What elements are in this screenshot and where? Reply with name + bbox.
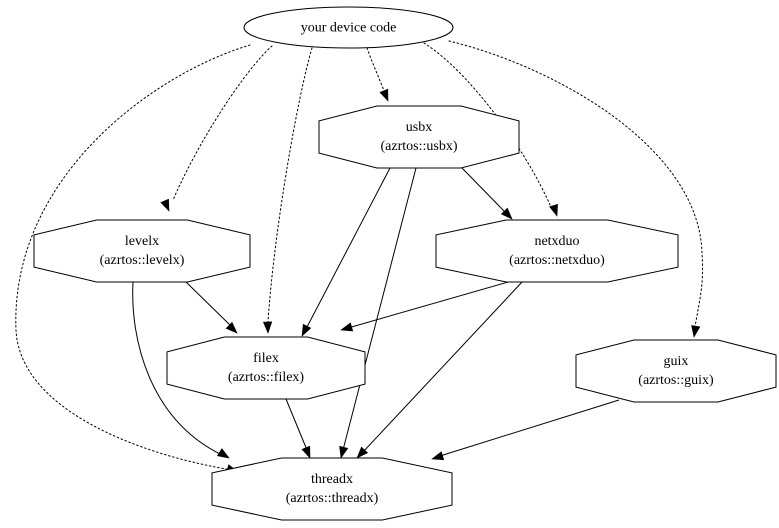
node-netxduo-label-line1: netxduo	[534, 234, 579, 249]
edge-levelx-to-filex	[184, 280, 231, 326]
node-guix-label-line1: guix	[664, 354, 689, 369]
node-device-ellipse[interactable]	[243, 6, 454, 49]
node-filex-label-line2: (azrtos::filex)	[228, 370, 305, 385]
node-guix-label-line2: (azrtos::guix)	[638, 373, 714, 388]
arrow-to-usbx	[379, 88, 389, 102]
arrow-filex-threadx	[301, 445, 311, 459]
edge-usbx-to-threadx	[342, 167, 417, 451]
edge-netxduo-to-filex	[347, 279, 516, 329]
arrow-levelx-filex	[225, 321, 238, 334]
node-usbx-label-line1: usbx	[406, 120, 432, 135]
edge-device-to-guix	[448, 40, 703, 328]
edge-guix-to-threadx	[439, 399, 620, 457]
arrow-netxduo-filex	[340, 322, 354, 332]
node-netxduo[interactable]: netxduo(azrtos::netxduo)	[435, 219, 679, 283]
arrow-to-levelx	[160, 198, 170, 212]
node-threadx-octagon[interactable]	[211, 457, 453, 521]
edges-layer	[15, 40, 703, 471]
node-device[interactable]: your device code	[243, 6, 454, 49]
arrow-usbx-netxduo	[500, 207, 513, 220]
arrow-usbx-threadx	[339, 445, 349, 459]
arrow-to-guix	[691, 325, 701, 338]
node-levelx-label-line2: (azrtos::levelx)	[100, 253, 185, 268]
node-threadx-label-line2: (azrtos::threadx)	[286, 491, 379, 506]
arrow-netxduo-threadx	[356, 446, 369, 459]
arrow-to-netxduo-dotted	[549, 203, 558, 217]
edge-filex-to-threadx	[285, 398, 308, 451]
node-usbx-label-line2: (azrtos::usbx)	[381, 139, 458, 154]
arrow-levelx-threadx	[216, 448, 230, 459]
edge-device-to-threadx	[15, 44, 251, 471]
edge-device-to-levelx	[172, 45, 273, 201]
node-levelx-octagon[interactable]	[33, 219, 251, 283]
node-filex-octagon[interactable]	[166, 336, 366, 400]
nodes-layer: your device codeusbx(azrtos::usbx)levelx…	[33, 6, 777, 521]
node-levelx[interactable]: levelx(azrtos::levelx)	[33, 219, 251, 283]
arrow-to-filex-dotted	[262, 321, 273, 334]
arrow-usbx-filex	[301, 323, 312, 337]
node-netxduo-octagon[interactable]	[435, 219, 679, 283]
node-guix[interactable]: guix(azrtos::guix)	[575, 339, 777, 403]
edge-levelx-to-threadx	[132, 281, 223, 456]
node-filex[interactable]: filex(azrtos::filex)	[166, 336, 366, 400]
node-threadx[interactable]: threadx(azrtos::threadx)	[211, 457, 453, 521]
node-usbx-octagon[interactable]	[318, 105, 520, 169]
edge-device-to-filex	[267, 47, 313, 323]
node-threadx-label-line1: threadx	[311, 472, 353, 487]
node-usbx[interactable]: usbx(azrtos::usbx)	[318, 105, 520, 169]
node-netxduo-label-line2: (azrtos::netxduo)	[509, 253, 605, 268]
edge-device-to-usbx	[366, 47, 386, 94]
node-guix-octagon[interactable]	[575, 339, 777, 403]
edge-netxduo-to-threadx	[362, 280, 524, 453]
node-levelx-label-line1: levelx	[125, 234, 159, 249]
node-filex-label-line1: filex	[253, 351, 279, 366]
edge-usbx-to-netxduo	[460, 166, 505, 212]
node-device-label-line1: your device code	[301, 21, 397, 36]
edge-usbx-to-filex	[306, 167, 391, 328]
arrow-guix-threadx	[431, 451, 445, 461]
